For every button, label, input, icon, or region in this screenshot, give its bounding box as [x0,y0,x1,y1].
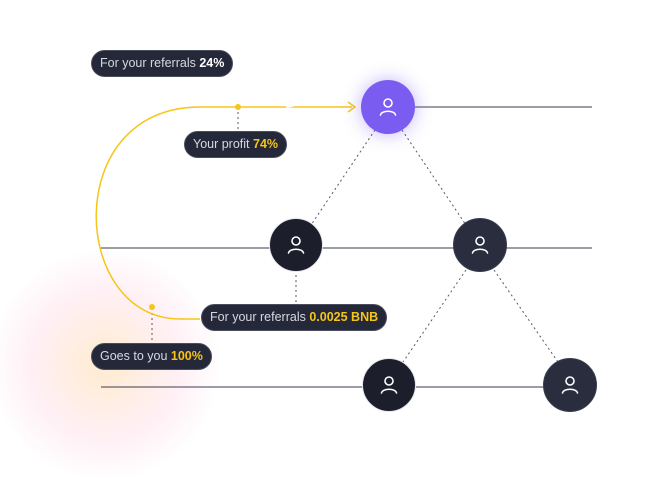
tree-connector [310,129,376,226]
node-regular[interactable] [453,218,507,272]
pill-value: 0.0025 BNB [309,310,379,324]
tree-connector [401,129,467,226]
tree-connector [493,269,559,363]
node-label-you: You [375,51,401,67]
pill-referrals-bnb: For your referrals 0.0025 BNB [201,304,388,331]
tree-connector [402,269,467,363]
node-child-right[interactable] [543,358,597,412]
pill-your-profit: Your profit 74% [184,131,288,158]
node-label-new: New [281,191,311,207]
pill-text: For your referrals [100,56,196,70]
user-icon [471,236,489,254]
pill-text: Goes to you [100,349,168,363]
pill-referrals-percent: For your referrals 24% [91,50,234,77]
node-child-left[interactable] [362,358,416,412]
pill-value: 24% [199,56,225,70]
pill-goes-to-you: Goes to you 100% [91,343,212,370]
pill-text: Your profit [193,137,250,151]
flow-dot [149,304,155,310]
pill-text: For your referrals [210,310,306,324]
user-icon [380,376,398,394]
node-new[interactable] [269,218,323,272]
user-icon [561,376,579,394]
return-arrowhead [239,57,249,69]
return-arrow [243,62,307,108]
pill-value: 74% [253,137,279,151]
pill-value: 100% [170,349,203,363]
node-you[interactable] [361,80,415,134]
user-icon [379,98,397,116]
flow-dot [235,104,241,110]
flow-line [95,106,352,320]
user-icon [287,236,305,254]
node-label-regular: Regular [453,191,507,207]
flow-arrowhead [347,101,357,113]
